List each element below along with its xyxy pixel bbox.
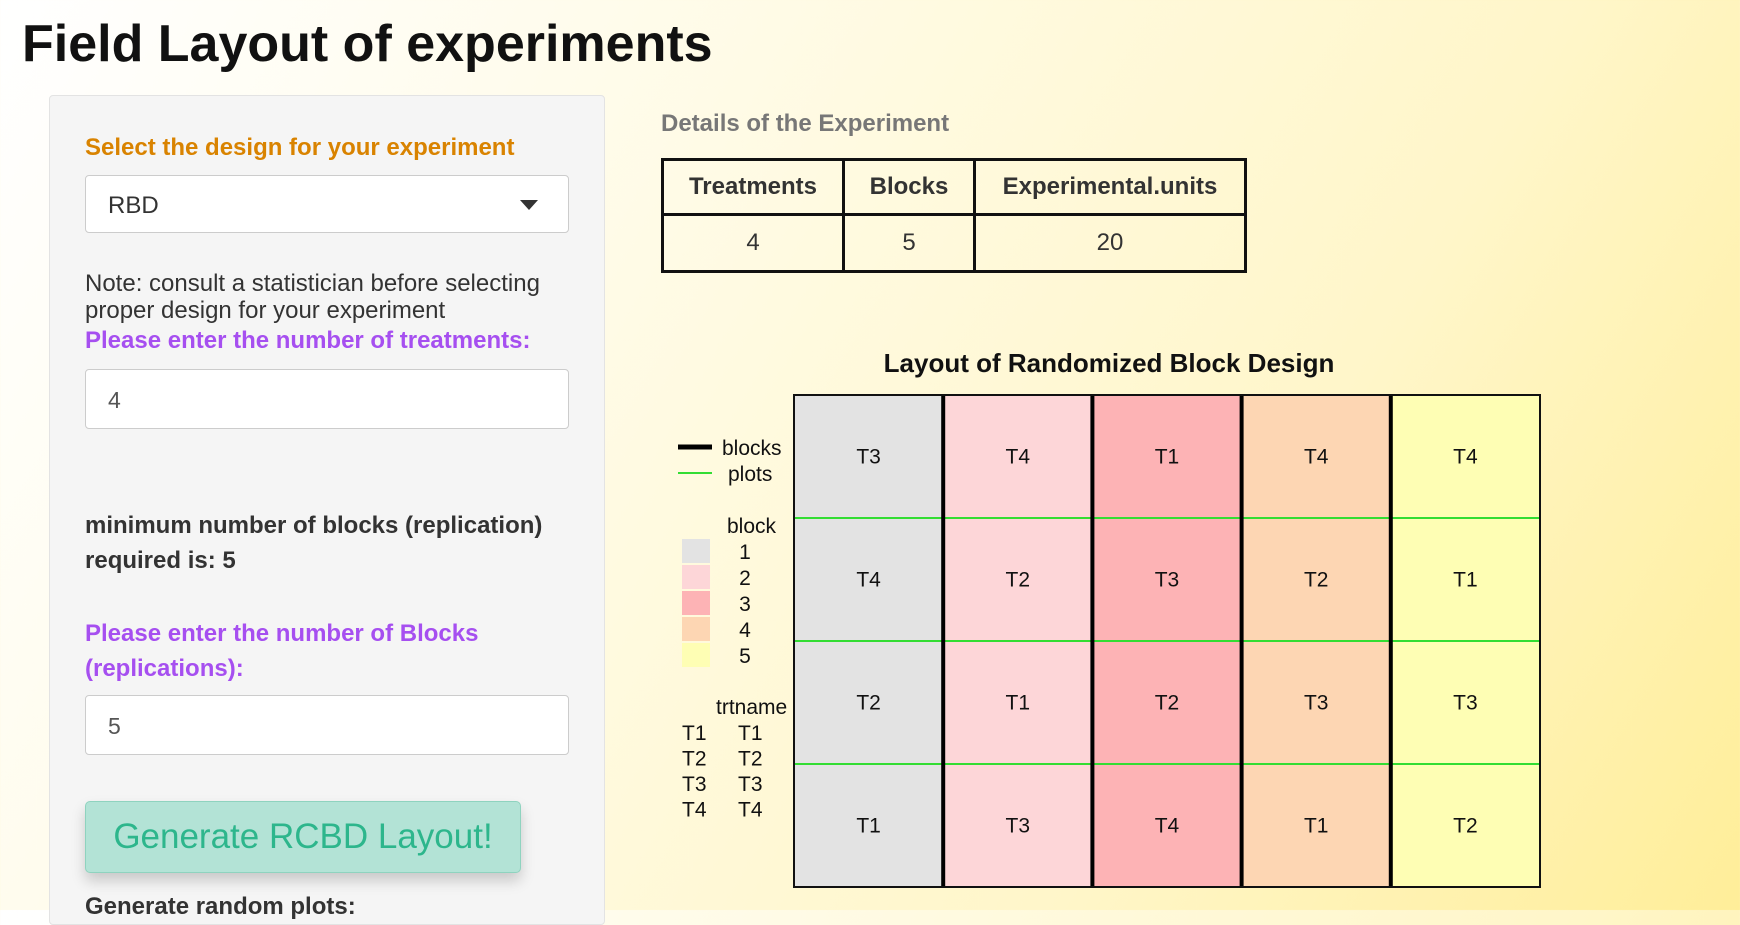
legend-block-label: 1 bbox=[739, 541, 751, 564]
design-note: Note: consult a statistician before sele… bbox=[85, 270, 540, 324]
plot-cell-label: T3 bbox=[856, 446, 881, 469]
legend-block-swatch bbox=[682, 565, 710, 589]
legend-blocks-label: blocks bbox=[722, 437, 782, 460]
sidebar-panel: Select the design for your experiment RB… bbox=[49, 95, 605, 925]
legend-block-swatch bbox=[682, 591, 710, 615]
plot-cell-label: T2 bbox=[1006, 569, 1031, 592]
legend-block-label: 5 bbox=[739, 645, 751, 668]
legend-block-title: block bbox=[727, 515, 777, 538]
legend-block-label: 2 bbox=[739, 567, 751, 590]
design-select[interactable]: RBD bbox=[85, 175, 569, 233]
blocks-label-line2: (replications): bbox=[85, 655, 244, 682]
details-cell-treatments: 4 bbox=[661, 213, 845, 273]
plot-cell-label: T2 bbox=[1453, 815, 1478, 838]
plot-cell-label: T3 bbox=[1453, 692, 1478, 715]
design-label: Select the design for your experiment bbox=[85, 134, 515, 161]
legend-block-swatch bbox=[682, 617, 710, 641]
plot-cell-label: T4 bbox=[1304, 446, 1329, 469]
random-plots-label: Generate random plots: bbox=[85, 893, 356, 920]
min-blocks-line1: minimum number of blocks (replication) bbox=[85, 512, 543, 539]
plot-cell-label: T1 bbox=[1006, 692, 1031, 715]
details-header-blocks: Blocks bbox=[842, 158, 976, 216]
plot-cell-label: T4 bbox=[1453, 446, 1478, 469]
blocks-label-line1: Please enter the number of Blocks bbox=[85, 620, 479, 647]
plot-cell-label: T1 bbox=[1453, 569, 1478, 592]
plot-cell-label: T4 bbox=[1155, 815, 1180, 838]
legend-block-label: 4 bbox=[739, 619, 751, 642]
legend-plots-label: plots bbox=[728, 463, 772, 486]
design-select-value: RBD bbox=[108, 192, 159, 219]
legend-trt-name: T4 bbox=[738, 799, 763, 822]
legend-trt-code: T1 bbox=[682, 722, 707, 745]
plot-cell-label: T2 bbox=[1155, 692, 1180, 715]
blocks-input-value: 5 bbox=[108, 713, 121, 739]
min-blocks-text: minimum number of blocks (replication) r… bbox=[85, 508, 585, 578]
plot-cell-label: T3 bbox=[1006, 815, 1031, 838]
page-title: Field Layout of experiments bbox=[22, 15, 713, 73]
generate-layout-button[interactable]: Generate RCBD Layout! bbox=[85, 801, 521, 873]
plot-cell-label: T4 bbox=[1006, 446, 1031, 469]
legend-trt-name: T2 bbox=[738, 748, 763, 771]
plot-cell-label: T3 bbox=[1155, 569, 1180, 592]
legend-trt-code: T3 bbox=[682, 773, 707, 796]
details-title: Details of the Experiment bbox=[661, 110, 950, 137]
details-header-units: Experimental.units bbox=[973, 158, 1247, 216]
plot-cell-label: T1 bbox=[1155, 446, 1180, 469]
min-blocks-line2: required is: 5 bbox=[85, 547, 236, 574]
treatments-label: Please enter the number of treatments: bbox=[85, 327, 531, 354]
legend-block-swatch bbox=[682, 643, 710, 667]
plot-cell-label: T2 bbox=[1304, 569, 1329, 592]
legend-trt-name: T3 bbox=[738, 773, 763, 796]
details-table: Treatments Blocks Experimental.units 4 5… bbox=[661, 158, 1247, 273]
plot-cell-label: T2 bbox=[856, 692, 881, 715]
treatments-input-value: 4 bbox=[108, 387, 121, 413]
legend-trt-code: T4 bbox=[682, 799, 707, 822]
details-header-treatments: Treatments bbox=[661, 158, 845, 216]
plot-cell-label: T1 bbox=[856, 815, 881, 838]
legend-block-label: 3 bbox=[739, 593, 751, 616]
plot-cell-label: T4 bbox=[856, 569, 881, 592]
details-data-row: 4 5 20 bbox=[661, 213, 1247, 273]
plot-cell-label: T1 bbox=[1304, 815, 1329, 838]
legend-trt-title: trtname bbox=[716, 696, 787, 719]
legend-trt-name: T1 bbox=[738, 722, 763, 745]
blocks-input[interactable]: 5 bbox=[85, 695, 569, 755]
details-cell-units: 20 bbox=[973, 213, 1247, 273]
blocks-label: Please enter the number of Blocks (repli… bbox=[85, 616, 585, 686]
layout-frame bbox=[793, 394, 1541, 888]
legend-block-swatch bbox=[682, 539, 710, 563]
legend-trt-code: T2 bbox=[682, 748, 707, 771]
details-header-row: Treatments Blocks Experimental.units bbox=[661, 158, 1247, 216]
chevron-down-icon bbox=[520, 200, 538, 210]
details-cell-blocks: 5 bbox=[842, 213, 976, 273]
layout-chart-title: Layout of Randomized Block Design bbox=[883, 348, 1335, 378]
treatments-input[interactable]: 4 bbox=[85, 369, 569, 429]
plot-cell-label: T3 bbox=[1304, 692, 1329, 715]
